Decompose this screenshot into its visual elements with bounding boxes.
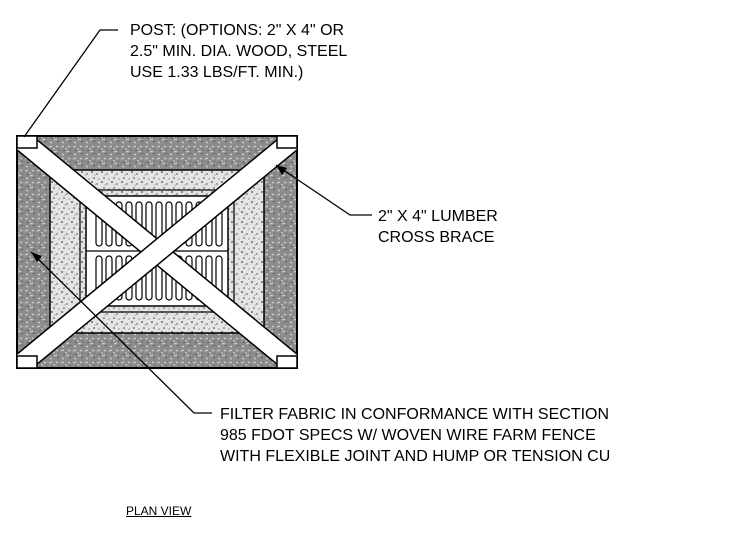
brace-leader	[275, 164, 372, 216]
fabric-note-line-3: WITH FLEXIBLE JOINT AND HUMP OR TENSION …	[220, 448, 611, 465]
lumber-cross-brace	[17, 136, 297, 368]
corner-posts	[16, 135, 298, 369]
fabric-note-line-2: 985 FDOT SPECS W/ WOVEN WIRE FARM FENCE	[220, 427, 596, 444]
post-note-line-1: POST: (OPTIONS: 2" X 4" OR	[130, 22, 345, 39]
post-note-line-2: 2.5" MIN. DIA. WOOD, STEEL	[130, 43, 348, 60]
fabric-note-line-1: FILTER FABRIC IN CONFORMANCE WITH SECTIO…	[220, 406, 610, 423]
view-title: PLAN VIEW	[126, 504, 192, 518]
brace-note-line-2: CROSS BRACE	[378, 229, 495, 246]
post-top-left	[16, 135, 38, 149]
filter-fabric-note: FILTER FABRIC IN CONFORMANCE WITH SECTIO…	[220, 404, 610, 467]
post-note-line-3: USE 1.33 LBS/FT. MIN.)	[130, 64, 304, 81]
fabric-leader	[30, 251, 212, 414]
leader-arrowheads	[31, 165, 287, 262]
post-bottom-right	[276, 355, 298, 369]
post-bottom-left	[16, 355, 38, 369]
leader-lines	[23, 29, 372, 414]
brace-note-line-1: 2" X 4" LUMBER	[378, 208, 498, 225]
post-leader	[23, 29, 118, 138]
cross-brace-note: 2" X 4" LUMBER CROSS BRACE	[378, 206, 498, 248]
post-top-right	[276, 135, 298, 149]
post-options-note: POST: (OPTIONS: 2" X 4" OR 2.5" MIN. DIA…	[130, 20, 347, 83]
